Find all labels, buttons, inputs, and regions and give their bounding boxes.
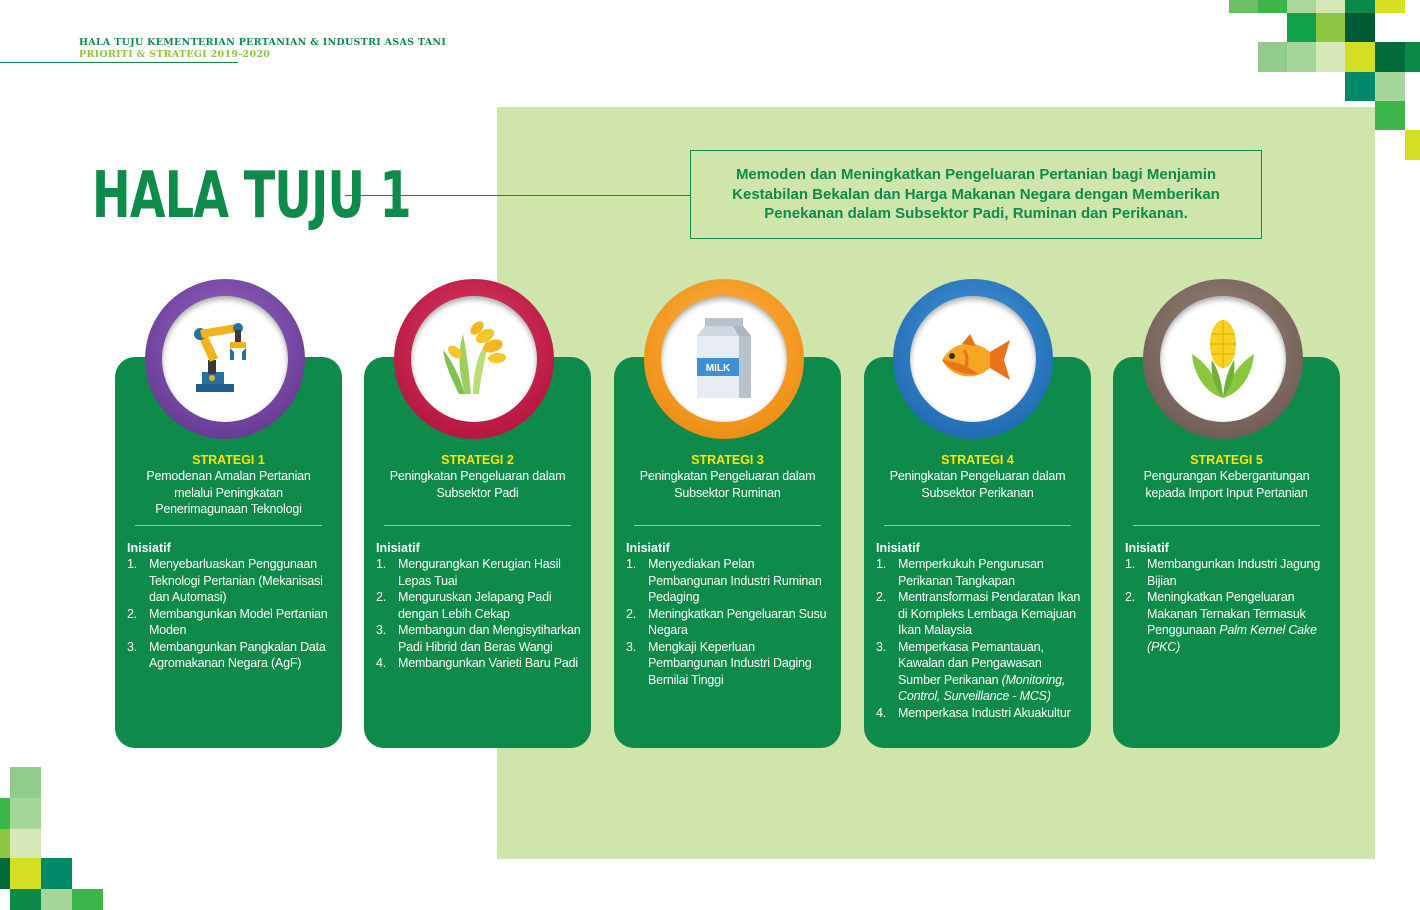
header-rule: [0, 62, 238, 63]
initiative-item: 3.Membangunkan Pangkalan Data Agromakana…: [127, 639, 326, 671]
strategy-title: Peningkatan Pengeluaran dalam Subsektor …: [889, 469, 1066, 500]
strategy-card-3: STRATEGI 3 Peningkatan Pengeluaran dalam…: [614, 357, 841, 748]
initiative-item: 1.Menyediakan Pelan Pembangunan Industri…: [626, 557, 822, 604]
goal-statement: Memoden dan Meningkatkan Pengeluaran Per…: [732, 166, 1220, 223]
initiative-item: 3.Memperkasa Pemantauan, Kawalan dan Pen…: [876, 639, 1066, 704]
rice-plant-icon: [443, 321, 506, 394]
initiative-item: 2.Meningkatkan Pengeluaran Susu Negara: [626, 606, 827, 638]
document-header: HALA TUJU KEMENTERIAN PERTANIAN & INDUST…: [79, 37, 446, 61]
strategy-divider: [1133, 525, 1320, 526]
strategy-2-icon-ring: [394, 279, 554, 439]
initiative-item: 1.Memperkukuh Pengurusan Perikanan Tangk…: [876, 557, 1044, 588]
initiative-item: 1.Mengurangkan Kerugian Hasil Lepas Tuai: [376, 557, 561, 588]
initiative-item: 1.Menyebarluaskan Penggunaan Teknologi P…: [127, 557, 323, 604]
initiative-heading: Inisiatif: [1125, 541, 1169, 555]
strategy-label: STRATEGI 1: [192, 453, 265, 467]
strategy-divider: [135, 525, 322, 526]
initiative-list: 1.Menyediakan Pelan Pembangunan Industri…: [626, 556, 831, 688]
initiative-item: 3.Membangun dan Mengisytiharkan Padi Hib…: [376, 623, 581, 654]
initiative-item: 2.Meningkatkan Pengeluaran Makanan Terna…: [1125, 590, 1317, 654]
svg-text:MILK: MILK: [706, 363, 731, 374]
strategy-label: STRATEGI 4: [941, 453, 1014, 467]
strategy-label: STRATEGI 5: [1190, 453, 1263, 467]
strategy-divider: [634, 525, 821, 526]
robot-arm-icon: [194, 323, 246, 392]
strategy-divider: [884, 525, 1071, 526]
corn-icon: [1192, 320, 1254, 398]
initiative-item: 3.Mengkaji Keperluan Pembangunan Industr…: [626, 639, 812, 687]
initiative-item: 4.Membangunkan Varieti Baru Padi: [376, 656, 578, 670]
strategy-title: Peningkatan Pengeluaran dalam Subsektor …: [639, 469, 816, 500]
strategy-title: Pemodenan Amalan Pertanian melalui Penin…: [146, 469, 311, 516]
initiative-item: 2.Menguruskan Jelapang Padi dengan Lebih…: [376, 590, 552, 621]
strategy-divider: [384, 525, 571, 526]
initiative-item: 2.Membangunkan Model Pertanian Moden: [127, 606, 328, 638]
strategy-title: Peningkatan Pengeluaran dalam Subsektor …: [389, 469, 566, 500]
initiative-list: 1.Memperkukuh Pengurusan Perikanan Tangk…: [876, 556, 1081, 721]
fish-icon: [942, 334, 1010, 380]
page-title: HALA TUJU 1: [92, 159, 412, 233]
strategy-3-icon-ring: MILK: [644, 279, 804, 439]
header-ministry-line: HALA TUJU KEMENTERIAN PERTANIAN & INDUST…: [79, 37, 447, 48]
title-connector-line: [345, 195, 690, 196]
initiative-item: 1.Membangunkan Industri Jagung Bijian: [1125, 557, 1320, 588]
initiative-list: 1.Membangunkan Industri Jagung Bijian 2.…: [1125, 556, 1330, 655]
header-priority-line: PRIORITI & STRATEGI 2019-2020: [79, 49, 271, 60]
strategy-label: STRATEGI 3: [691, 453, 764, 467]
initiative-list: 1.Mengurangkan Kerugian Hasil Lepas Tuai…: [376, 556, 581, 672]
initiative-item: 4.Memperkasa Industri Akuakultur: [876, 705, 1071, 720]
strategy-1-icon-ring: [145, 279, 305, 439]
initiative-heading: Inisiatif: [376, 541, 420, 555]
milk-carton-icon: MILK: [697, 318, 751, 398]
strategy-label: STRATEGI 2: [441, 453, 514, 467]
initiative-heading: Inisiatif: [876, 541, 920, 555]
strategy-title: Pengurangan Kebergantungan kepada Import…: [1143, 469, 1310, 500]
initiative-list: 1.Menyebarluaskan Penggunaan Teknologi P…: [127, 556, 332, 672]
initiative-item: 2.Mentransformasi Pendaratan Ikan di Kom…: [876, 590, 1081, 637]
initiative-heading: Inisiatif: [626, 541, 670, 555]
strategy-5-icon-ring: [1143, 279, 1303, 439]
goal-statement-box: Memoden dan Meningkatkan Pengeluaran Per…: [690, 150, 1262, 239]
strategy-4-icon-ring: [893, 279, 1053, 439]
initiative-heading: Inisiatif: [127, 541, 171, 555]
